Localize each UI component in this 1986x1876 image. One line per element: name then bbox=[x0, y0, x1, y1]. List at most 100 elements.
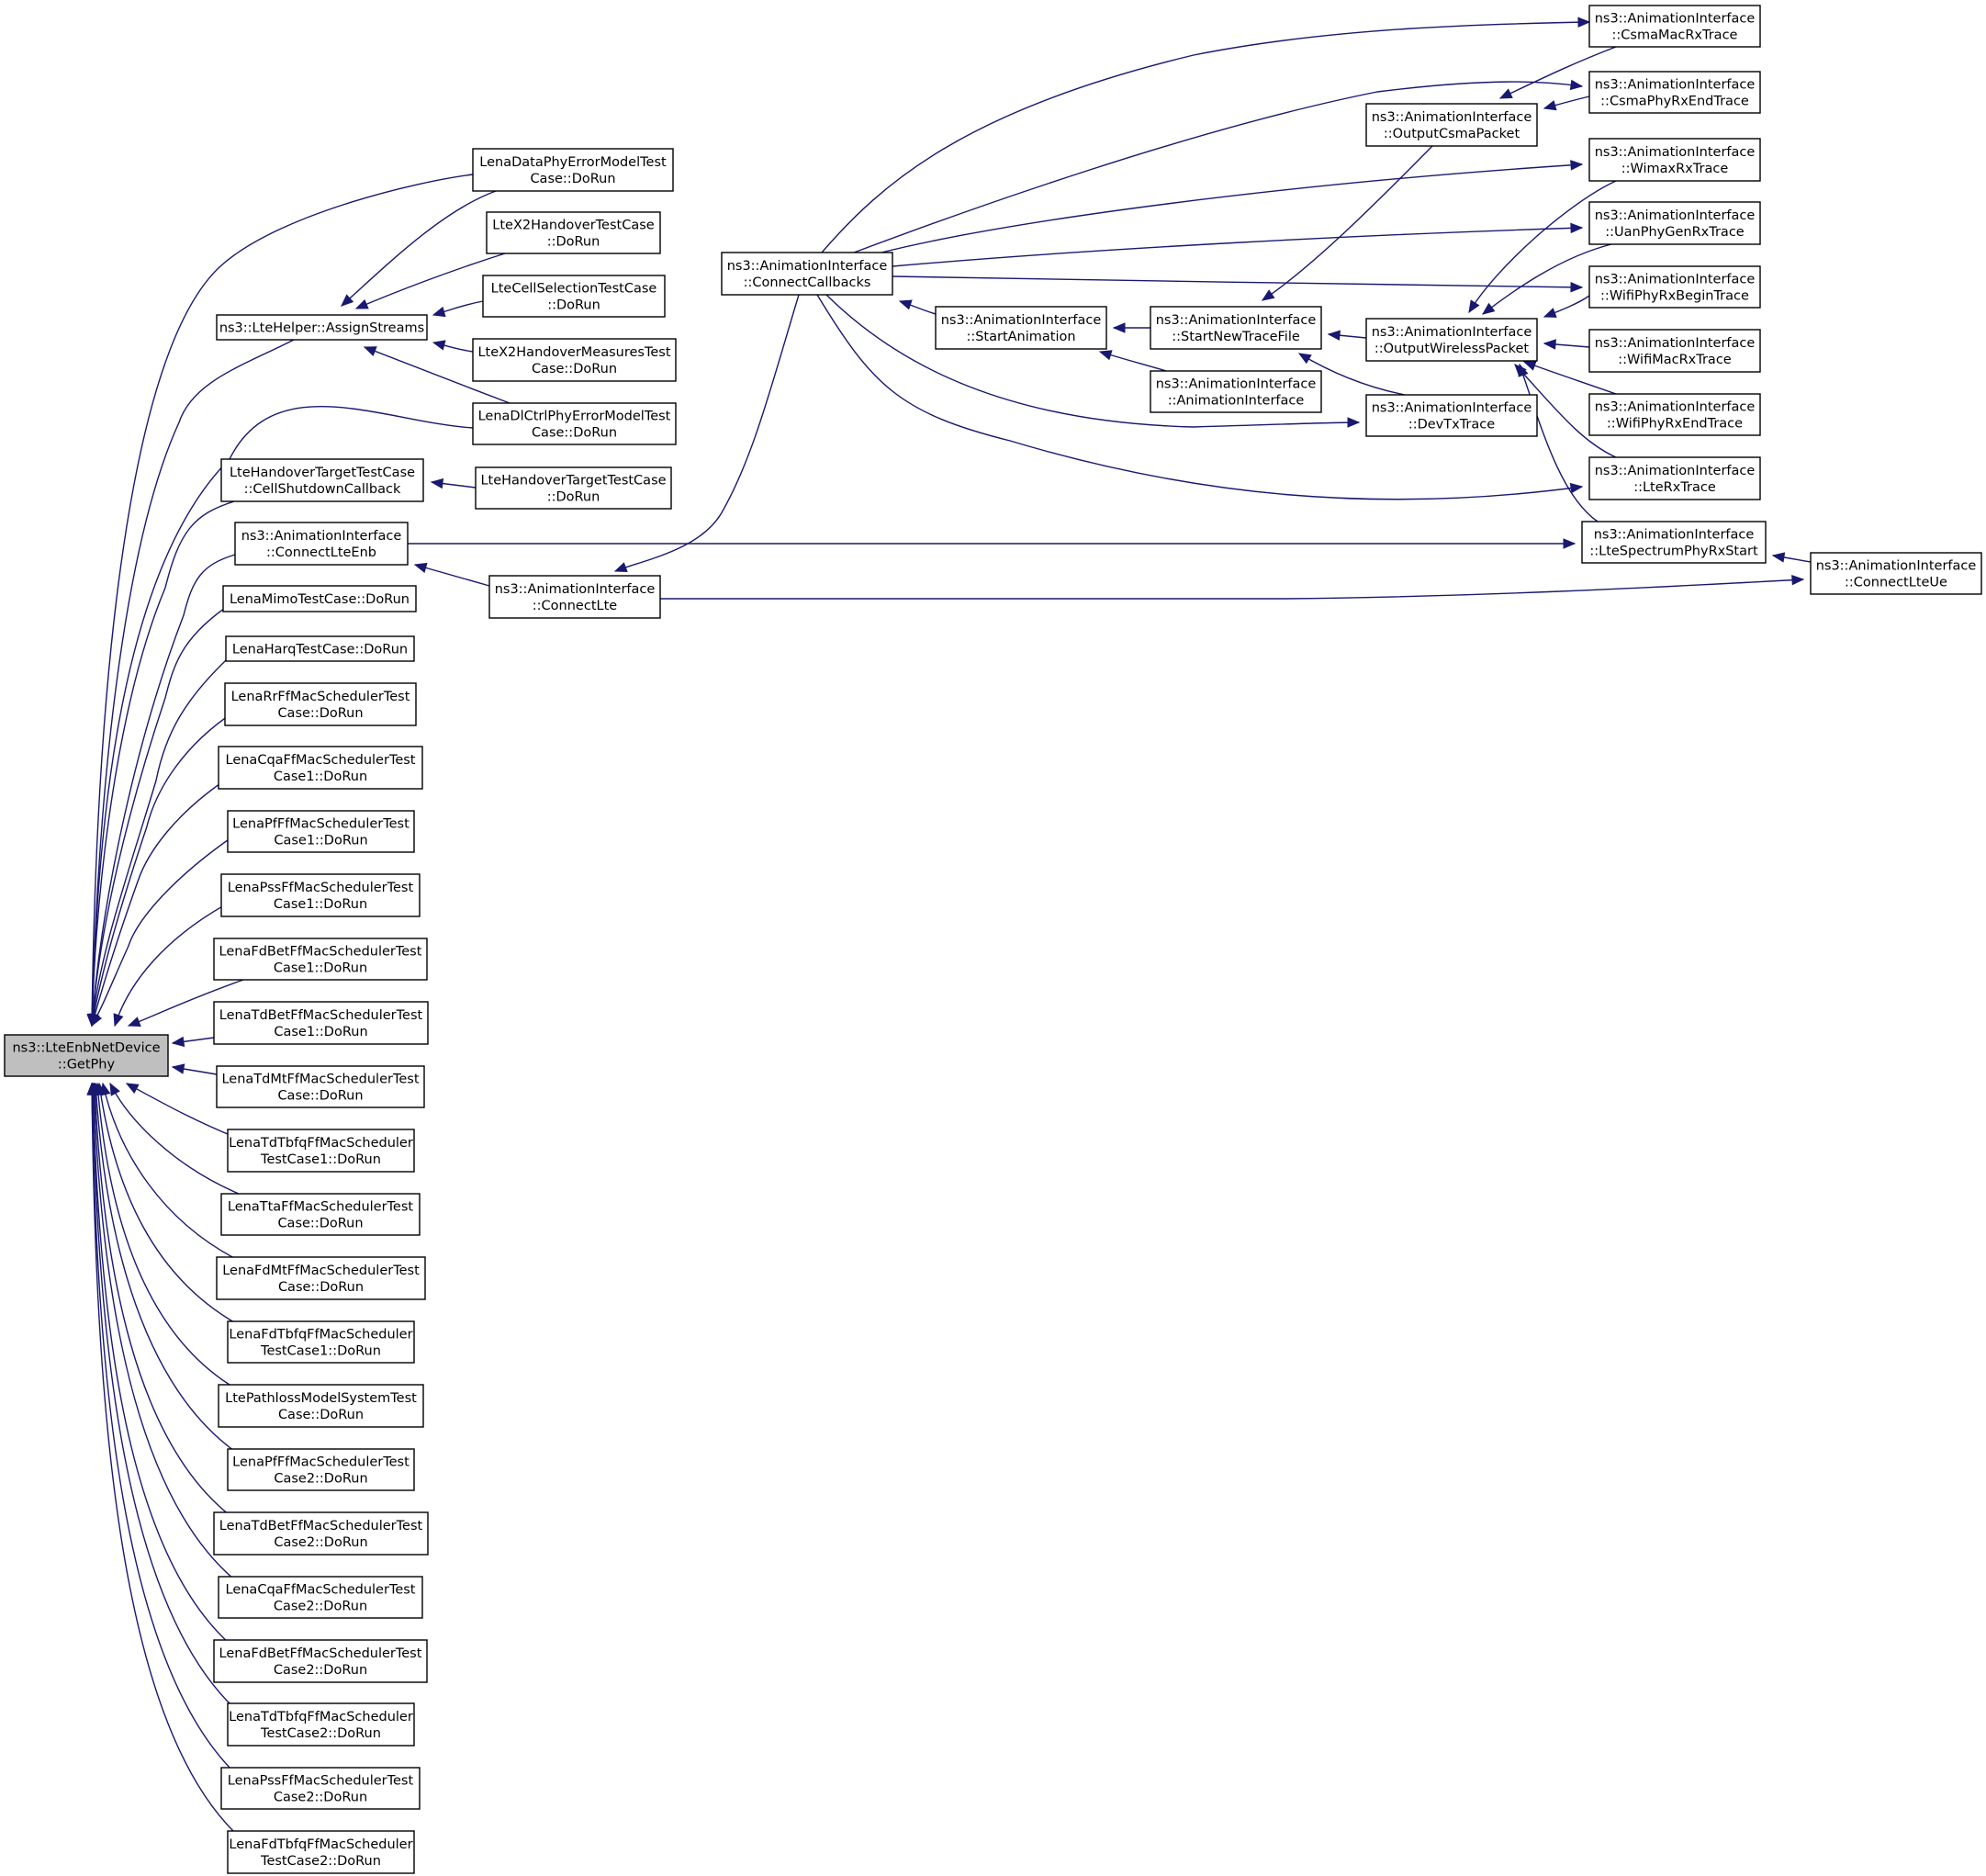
node-wimaxRx[interactable]: ns3::AnimationInterface::WimaxRxTrace bbox=[1588, 138, 1761, 182]
node-outputWirelessPacket[interactable]: ns3::AnimationInterface::OutputWirelessP… bbox=[1365, 318, 1538, 362]
edge-connectLteUe-to-lteSpectrumPhyRxStart bbox=[1771, 552, 1812, 563]
node-lenaHarq[interactable]: LenaHarqTestCase::DoRun bbox=[225, 635, 415, 662]
node-label: LenaDataPhyErrorModelTest bbox=[479, 155, 667, 170]
node-connectLte[interactable]: ns3::AnimationInterface::ConnectLte bbox=[488, 575, 661, 619]
edge-wifiMacRx-to-outputWirelessPacket bbox=[1543, 339, 1590, 350]
node-label: TestCase1::DoRun bbox=[260, 1152, 381, 1167]
node-wifiPhyRxBegin[interactable]: ns3::AnimationInterface::WifiPhyRxBeginT… bbox=[1588, 265, 1761, 309]
node-label: ns3::AnimationInterface bbox=[1156, 313, 1317, 328]
node-connectLteUe[interactable]: ns3::AnimationInterface::ConnectLteUe bbox=[1810, 552, 1982, 595]
node-lteX2Ho[interactable]: LteX2HandoverTestCase::DoRun bbox=[486, 211, 661, 254]
node-connectCallbacks[interactable]: ns3::AnimationInterface::ConnectCallback… bbox=[721, 252, 893, 296]
edge-lenaTdBet1-to-root bbox=[171, 1036, 215, 1048]
arrowhead bbox=[1297, 353, 1312, 365]
node-devTxTrace[interactable]: ns3::AnimationInterface::DevTxTrace bbox=[1365, 394, 1538, 437]
node-lenaMimo[interactable]: LenaMimoTestCase::DoRun bbox=[222, 585, 417, 612]
node-csmaMacRx[interactable]: ns3::AnimationInterface::CsmaMacRxTrace bbox=[1588, 5, 1761, 48]
node-csmaPhyRxEnd[interactable]: ns3::AnimationInterface::CsmaPhyRxEndTra… bbox=[1588, 71, 1761, 114]
node-lteRx[interactable]: ns3::AnimationInterface::LteRxTrace bbox=[1588, 456, 1761, 500]
edge-line bbox=[853, 81, 1583, 253]
node-label: ::WifiPhyRxBeginTrace bbox=[1600, 289, 1749, 304]
node-label: Case::DoRun bbox=[277, 706, 363, 721]
node-lteSpectrumPhyRxStart[interactable]: ns3::AnimationInterface::LteSpectrumPhyR… bbox=[1581, 521, 1767, 564]
arrowhead bbox=[354, 298, 369, 309]
edge-line bbox=[1482, 243, 1612, 315]
node-box bbox=[227, 1129, 415, 1173]
node-label: LenaTdMtFfMacSchedulerTest bbox=[221, 1073, 419, 1087]
node-label: ns3::AnimationInterface bbox=[727, 259, 888, 274]
node-lteHoTarget[interactable]: LteHandoverTargetTestCase::DoRun bbox=[475, 466, 672, 510]
node-label: Case::DoRun bbox=[277, 1089, 363, 1104]
node-label: ::CsmaPhyRxEndTrace bbox=[1600, 95, 1749, 109]
edge-line bbox=[892, 227, 1583, 267]
node-box bbox=[1150, 306, 1322, 350]
node-label: Case1::DoRun bbox=[274, 1025, 367, 1039]
node-box bbox=[488, 575, 661, 619]
node-connectLteEnb[interactable]: ns3::AnimationInterface::ConnectLteEnb bbox=[234, 522, 409, 566]
node-box bbox=[224, 682, 417, 726]
edge-line bbox=[102, 1083, 235, 1259]
edge-line bbox=[93, 1083, 235, 1580]
node-label: LtePathlossModelSystemTest bbox=[225, 1391, 417, 1406]
node-label: LenaPssFfMacSchedulerTest bbox=[228, 881, 414, 895]
edge-uanPhyGenRx-to-outputWirelessPacket bbox=[1481, 243, 1612, 315]
node-label: ns3::AnimationInterface bbox=[1594, 528, 1755, 543]
node-box bbox=[222, 585, 417, 612]
node-box bbox=[472, 148, 674, 192]
node-label: Case::DoRun bbox=[530, 172, 615, 186]
node-box bbox=[475, 466, 672, 510]
node-box bbox=[220, 1193, 421, 1236]
node-label: LenaDlCtrlPhyErrorModelTest bbox=[478, 410, 671, 424]
node-startNewTraceFile[interactable]: ns3::AnimationInterface::StartNewTraceFi… bbox=[1150, 306, 1322, 350]
edge-lenaDlCtrl-to-assignStreams bbox=[363, 346, 511, 404]
edge-line bbox=[91, 406, 474, 1027]
node-assignStreams[interactable]: ns3::LteHelper::AssignStreams bbox=[216, 314, 428, 341]
node-outputCsmaPacket[interactable]: ns3::AnimationInterface::OutputCsmaPacke… bbox=[1365, 103, 1538, 147]
edge-line bbox=[95, 1083, 235, 1452]
node-lteCellSel[interactable]: LteCellSelectionTestCase::DoRun bbox=[482, 275, 666, 318]
node-box bbox=[213, 1001, 429, 1045]
node-label: LenaFdBetFfMacSchedulerTest bbox=[219, 1646, 422, 1661]
node-startAnimation[interactable]: ns3::AnimationInterface::StartAnimation bbox=[935, 306, 1107, 350]
arrowhead bbox=[1569, 482, 1584, 494]
node-label: ::WifiPhyRxEndTrace bbox=[1607, 417, 1743, 432]
edge-lteX2HoMeas-to-assignStreams bbox=[432, 340, 474, 353]
node-uanPhyGenRx[interactable]: ns3::AnimationInterface::UanPhyGenRxTrac… bbox=[1588, 201, 1761, 245]
node-wifiPhyRxEnd[interactable]: ns3::AnimationInterface::WifiPhyRxEndTra… bbox=[1588, 393, 1761, 436]
node-root[interactable]: ns3::LteEnbNetDevice::GetPhy bbox=[4, 1034, 169, 1077]
arrowhead bbox=[1347, 417, 1361, 428]
arrowhead bbox=[1577, 17, 1591, 28]
arrowhead bbox=[1543, 100, 1557, 111]
node-label: LenaFdMtFfMacSchedulerTest bbox=[222, 1264, 420, 1278]
node-cellShutdown[interactable]: LteHandoverTargetTestCase::CellShutdownC… bbox=[220, 458, 424, 502]
node-label: LteCellSelectionTestCase bbox=[491, 282, 657, 297]
node-box bbox=[472, 402, 677, 445]
node-label: ::OutputCsmaPacket bbox=[1384, 127, 1520, 141]
arrowhead bbox=[1791, 574, 1805, 586]
node-wifiMacRx[interactable]: ns3::AnimationInterface::WifiMacRxTrace bbox=[1588, 329, 1761, 373]
node-animInterface[interactable]: ns3::AnimationInterface::AnimationInterf… bbox=[1150, 370, 1322, 413]
edge-lenaCqa1-to-root bbox=[89, 773, 235, 1028]
